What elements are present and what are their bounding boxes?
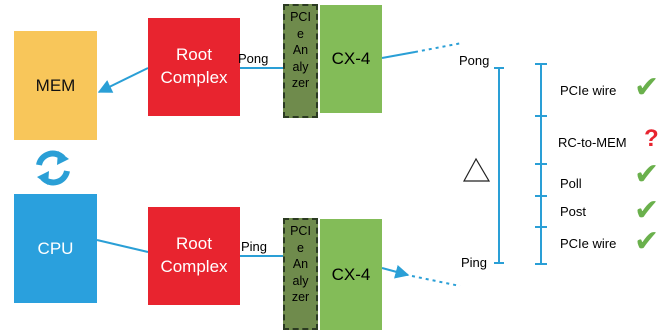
timeline-label-3: Poll <box>560 176 582 191</box>
cx4-top-wire <box>381 51 416 59</box>
cpu-block: CPU <box>14 194 97 303</box>
pcie-analyzer-top: PCI e An aly zer <box>283 4 318 118</box>
ping-left-label: Ping <box>241 239 268 254</box>
cx4-bottom-arrow <box>381 264 410 279</box>
root-complex-bottom: Root Complex <box>148 207 240 305</box>
root-complex-bottom-line-2: Complex <box>160 257 228 276</box>
cx4-bottom-wire-dotted <box>411 275 461 287</box>
check-icon: ✔ <box>634 158 660 191</box>
analyzer-bottom-line-5: zer <box>291 290 310 304</box>
timeline-label-4: Post <box>560 204 587 219</box>
pcie-analyzer-bottom: PCI e An aly zer <box>283 218 318 330</box>
refresh-cycle-icon <box>36 150 70 186</box>
triangle-icon <box>462 157 491 182</box>
ping-right-label: Ping <box>461 255 488 270</box>
mem-block: MEM <box>14 31 97 140</box>
cx4-top: CX-4 <box>320 5 382 113</box>
root-complex-bottom-line-1: Root <box>176 234 212 254</box>
rc-to-mem-arrow <box>97 67 149 93</box>
analyzer-bottom-line-3: An <box>292 257 309 271</box>
timeline-label-2: RC-to-MEM <box>558 135 627 150</box>
cx4-bottom-label: CX-4 <box>331 264 371 284</box>
root-complex-top: Root Complex <box>148 18 240 116</box>
check-icon: ✔ <box>634 71 660 104</box>
analyzer-bottom-line-2: e <box>297 240 304 255</box>
analyzer-top-line-1: PCI <box>290 10 311 24</box>
pong-left-label: Pong <box>238 51 269 66</box>
analyzer-bottom-line-4: aly <box>292 273 309 288</box>
cpu-to-rc-link <box>96 239 149 253</box>
analyzer-top-line-2: e <box>297 26 304 41</box>
cx4-bottom: CX-4 <box>320 219 382 330</box>
analyzer-bottom-line-1: PCI <box>290 224 311 238</box>
analyzer-top-line-4: aly <box>292 59 309 74</box>
question-icon: ? <box>644 125 659 152</box>
timeline-label-1: PCIe wire <box>560 83 617 98</box>
analyzer-top-line-5: zer <box>291 76 310 90</box>
cx4-top-wire-dotted <box>414 42 463 53</box>
analyzer-top-line-3: An <box>292 43 309 57</box>
pong-right-label: Pong <box>459 53 490 68</box>
timeline-label-5: PCIe wire <box>560 236 617 251</box>
check-icon: ✔ <box>634 225 660 258</box>
mem-label: MEM <box>35 75 76 95</box>
cpu-label: CPU <box>37 238 74 258</box>
check-icon: ✔ <box>634 194 660 227</box>
root-complex-top-line-1: Root <box>176 45 212 65</box>
root-complex-top-line-2: Complex <box>160 68 228 87</box>
cx4-top-label: CX-4 <box>331 49 371 68</box>
